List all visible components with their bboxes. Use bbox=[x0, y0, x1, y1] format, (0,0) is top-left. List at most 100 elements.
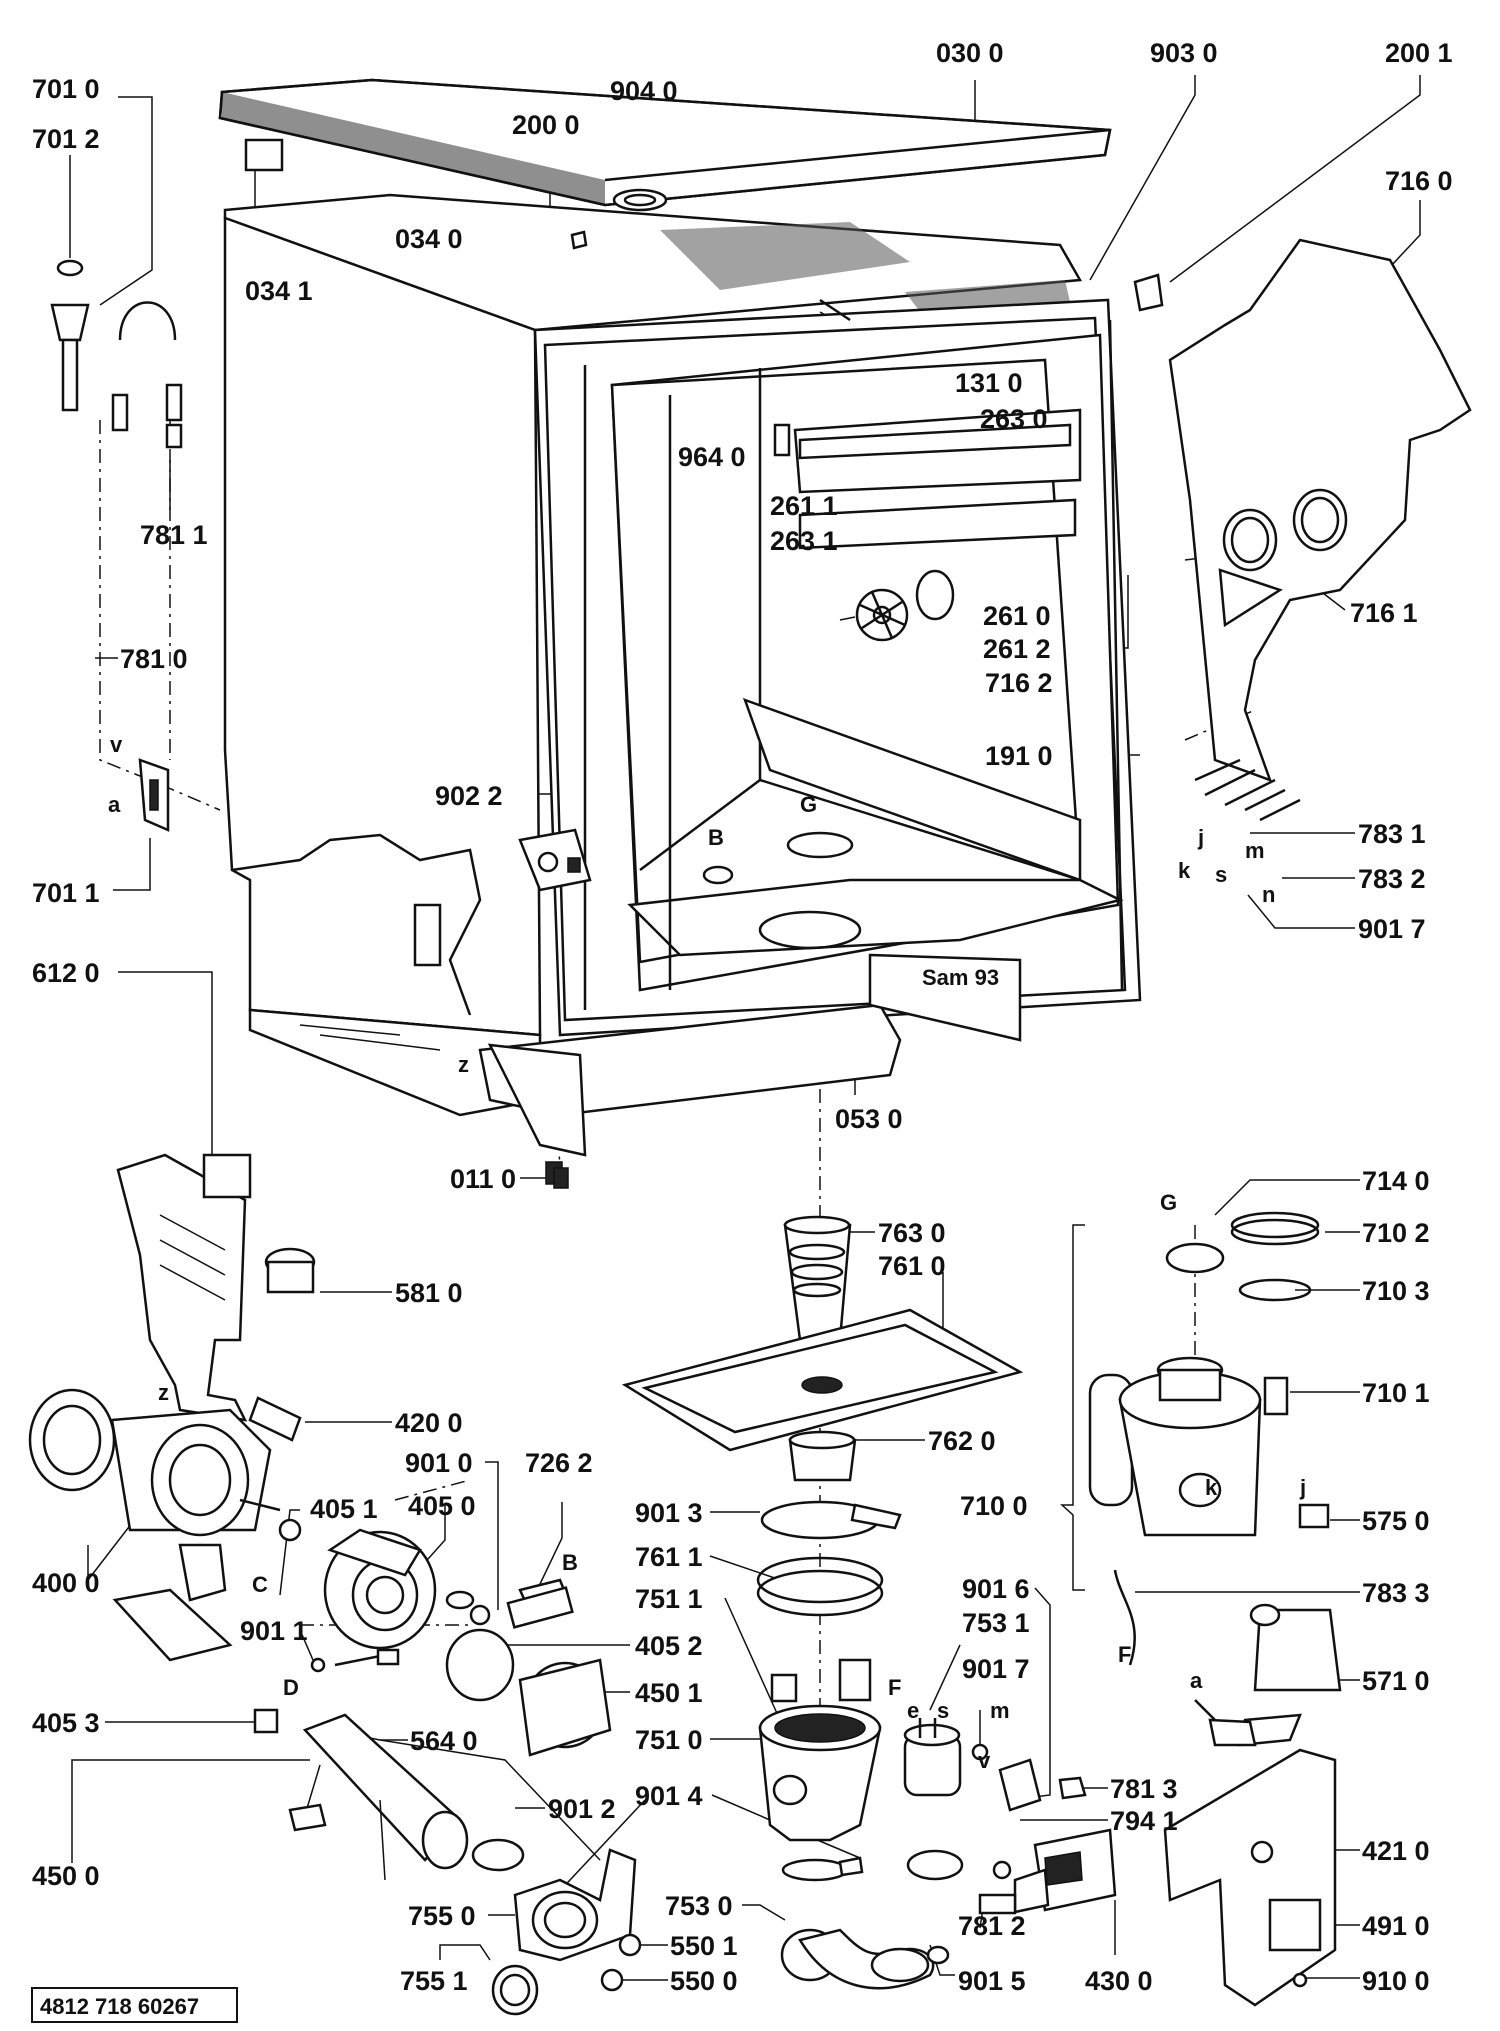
callout: 261 1 bbox=[770, 491, 838, 521]
callout: 716 1 bbox=[1350, 598, 1418, 628]
callout: 901 7 bbox=[962, 1654, 1030, 1684]
callout: 200 1 bbox=[1385, 38, 1453, 68]
callout: 901 0 bbox=[405, 1448, 473, 1478]
callout: 716 0 bbox=[1385, 166, 1453, 196]
callout: 783 1 bbox=[1358, 819, 1426, 849]
callout: 761 0 bbox=[878, 1251, 946, 1281]
inlet-valve bbox=[978, 1828, 1117, 1915]
connection-letter: m bbox=[990, 1698, 1010, 1723]
callout: 400 0 bbox=[32, 1568, 100, 1598]
callout: 904 0 bbox=[610, 76, 678, 106]
connection-letter: v bbox=[978, 1748, 991, 1773]
connection-letter: D bbox=[283, 1675, 299, 1700]
connection-letter: B bbox=[708, 825, 724, 850]
callout: 011 0 bbox=[450, 1164, 516, 1194]
callout-labels: 701 0 701 2 030 0 904 0 200 0 903 0 200 … bbox=[32, 38, 1453, 1996]
circulation-motor bbox=[28, 1388, 281, 1662]
connection-letter: F bbox=[1118, 1642, 1131, 1667]
worktop-panel bbox=[218, 78, 1112, 207]
callout: 575 0 bbox=[1362, 1506, 1430, 1536]
connection-letter: j bbox=[1299, 1475, 1306, 1500]
callout: 751 0 bbox=[635, 1725, 703, 1755]
callout: 710 0 bbox=[960, 1491, 1028, 1521]
connection-letter: F bbox=[888, 1675, 901, 1700]
screw-011 bbox=[553, 1167, 569, 1189]
softener-valve bbox=[1194, 1603, 1342, 1747]
callout: 794 1 bbox=[1110, 1806, 1178, 1836]
callout: 261 2 bbox=[983, 634, 1051, 664]
callout: 901 5 bbox=[958, 1966, 1026, 1996]
callout: 421 0 bbox=[1362, 1836, 1430, 1866]
callout: 053 0 bbox=[835, 1104, 903, 1134]
connection-letter: a bbox=[108, 792, 121, 817]
callout: 405 1 bbox=[310, 1494, 378, 1524]
callout: 714 0 bbox=[1362, 1166, 1430, 1196]
callout: 405 0 bbox=[408, 1491, 476, 1521]
callout: 430 0 bbox=[1085, 1966, 1153, 1996]
water-softener bbox=[1088, 1211, 1330, 1666]
callout: 763 0 bbox=[878, 1218, 946, 1248]
callout: 261 0 bbox=[983, 601, 1051, 631]
grommet-904 bbox=[612, 188, 668, 212]
callout: 901 2 bbox=[548, 1794, 616, 1824]
callout: 701 0 bbox=[32, 74, 100, 104]
callout: 781 1 bbox=[140, 520, 208, 550]
drain-elbow bbox=[491, 1848, 642, 2016]
callout: 564 0 bbox=[410, 1726, 478, 1756]
callout: 753 1 bbox=[962, 1608, 1030, 1638]
connection-letter: a bbox=[1190, 1668, 1203, 1693]
connection-letter: B bbox=[562, 1550, 578, 1575]
callout: 710 1 bbox=[1362, 1378, 1430, 1408]
callout: 751 1 bbox=[635, 1584, 703, 1614]
callout: 405 3 bbox=[32, 1708, 100, 1738]
callout: 964 0 bbox=[678, 442, 746, 472]
callout: 710 3 bbox=[1362, 1276, 1430, 1306]
callout: 902 2 bbox=[435, 781, 503, 811]
callout: 550 0 bbox=[670, 1966, 738, 1996]
callout: 903 0 bbox=[1150, 38, 1218, 68]
callout: 030 0 bbox=[936, 38, 1004, 68]
heater-rod bbox=[248, 1396, 302, 1442]
callout: 701 2 bbox=[32, 124, 100, 154]
callout: 701 1 bbox=[32, 878, 100, 908]
callout: 755 1 bbox=[400, 1966, 468, 1996]
callout: 783 2 bbox=[1358, 864, 1426, 894]
callout: 761 1 bbox=[635, 1542, 703, 1572]
callout: 581 0 bbox=[395, 1278, 463, 1308]
callout: 762 0 bbox=[928, 1426, 996, 1456]
connection-letter: z bbox=[458, 1052, 469, 1077]
callout: 571 0 bbox=[1362, 1666, 1430, 1696]
callout: 191 0 bbox=[985, 741, 1053, 771]
callout: 781 2 bbox=[958, 1911, 1026, 1941]
heater-hose bbox=[288, 1713, 525, 1881]
connection-letter: v bbox=[110, 732, 123, 757]
connection-letter: G bbox=[800, 792, 817, 817]
pressure-switch bbox=[903, 1718, 1087, 1881]
callout: 550 1 bbox=[670, 1931, 738, 1961]
callout: 901 1 bbox=[240, 1616, 308, 1646]
callout: 034 1 bbox=[245, 276, 313, 306]
connection-letter: n bbox=[1262, 882, 1275, 907]
callout: 781 0 bbox=[120, 644, 188, 674]
control-mounting-bracket bbox=[1163, 1748, 1337, 2007]
connection-letter: e bbox=[907, 1698, 919, 1723]
callout: 131 0 bbox=[955, 368, 1023, 398]
callout: 910 0 bbox=[1362, 1966, 1430, 1996]
callout: 263 1 bbox=[770, 526, 838, 556]
callout: 420 0 bbox=[395, 1408, 463, 1438]
callout: 753 0 bbox=[665, 1891, 733, 1921]
filter-assembly bbox=[621, 1215, 1024, 1990]
side-insulation-panel bbox=[1133, 238, 1472, 822]
callout: 901 4 bbox=[635, 1781, 703, 1811]
connection-letter: j bbox=[1197, 825, 1204, 850]
callout: 034 0 bbox=[395, 224, 463, 254]
connection-letters: v a B G j m k s n z z G C B k j F a D F … bbox=[108, 732, 1306, 1773]
connection-letter: s bbox=[937, 1698, 949, 1723]
cabinet-frame: Sam 93 bbox=[223, 193, 1142, 1185]
rosette-716-2 bbox=[839, 569, 955, 642]
callout: 901 3 bbox=[635, 1498, 703, 1528]
document-number: 4812 718 60267 bbox=[40, 1994, 199, 2019]
callout: 710 2 bbox=[1362, 1218, 1430, 1248]
callout: 901 6 bbox=[962, 1574, 1030, 1604]
